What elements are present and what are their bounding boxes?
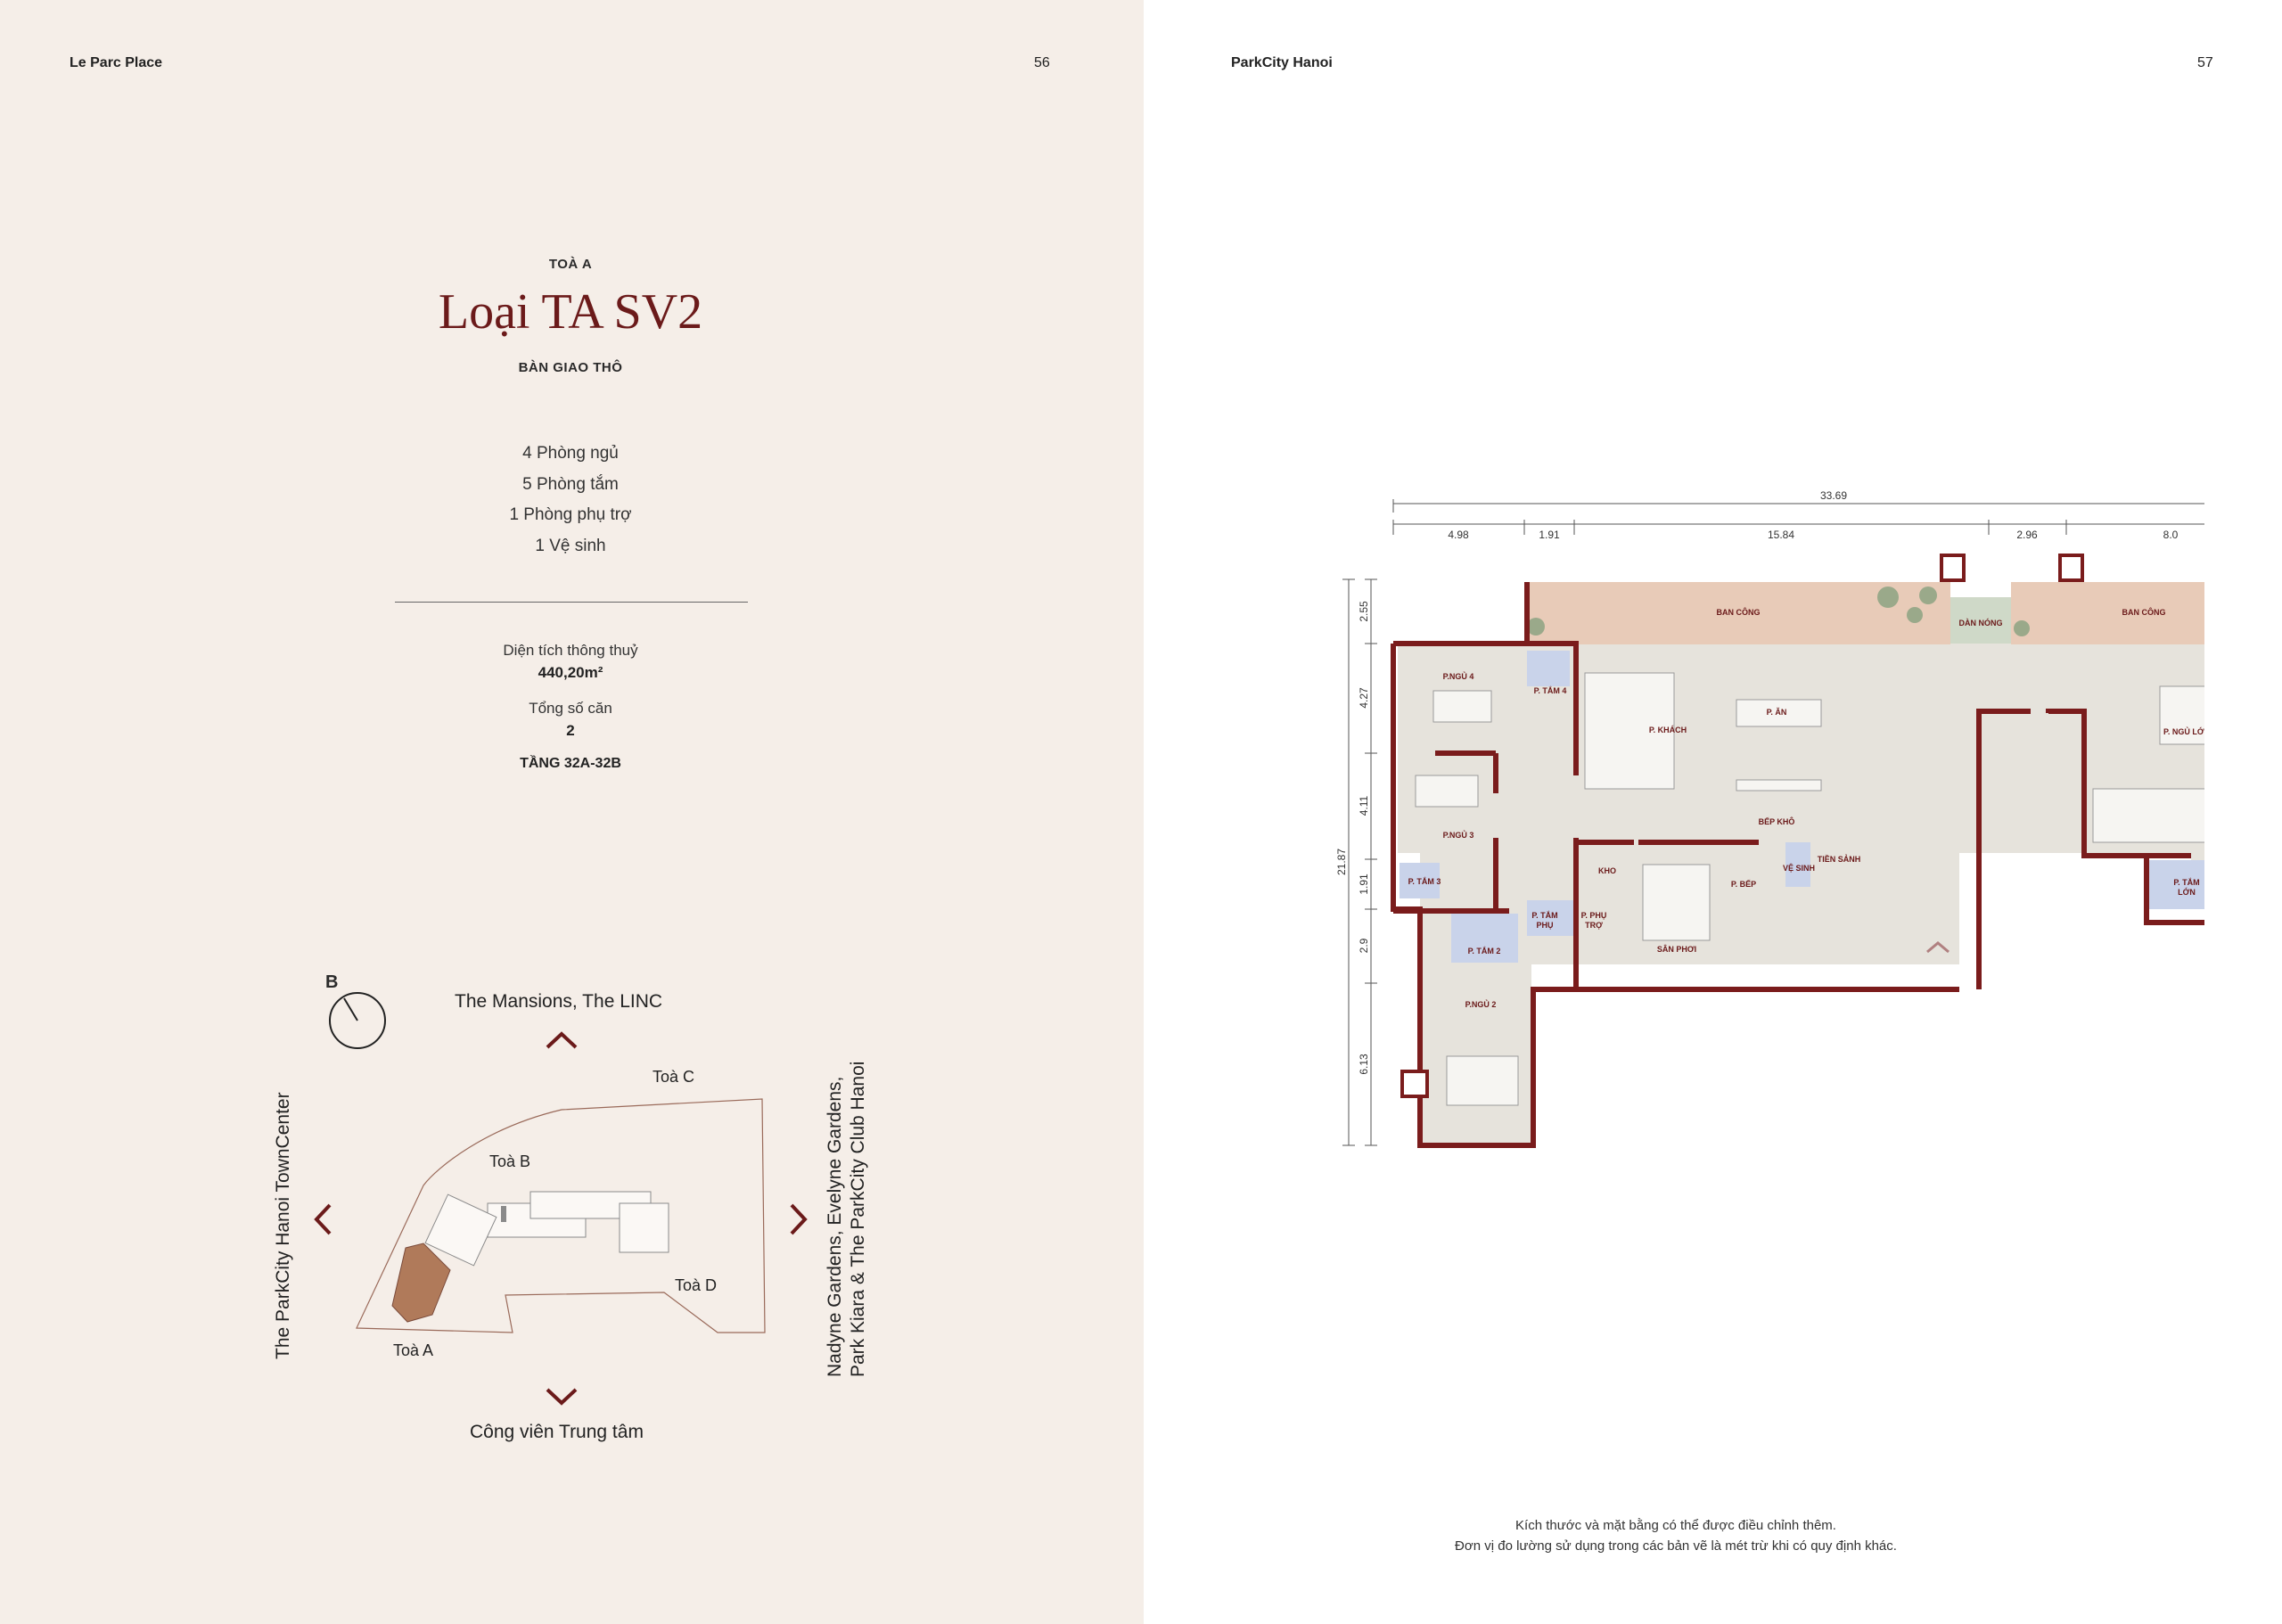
page-number-left: 56 [1034,55,1050,70]
room-label: BAN CÔNG [1717,607,1761,617]
tower-d-label: Toà D [675,1276,718,1294]
rooms-list-item: 4 Phòng ngủ [522,444,619,463]
dim-segment: 8.0 [2163,529,2179,541]
tower-a-label: Toà A [393,1341,434,1359]
building-label: TOÀ A [548,257,593,272]
chevron-left-icon [314,1203,332,1235]
dim-segment: 1.91 [1539,529,1560,541]
dim-vertical: 4.27 [1358,687,1370,709]
tower-d-block [619,1202,669,1253]
direction-east: Nadyne Gardens, Evelyne Gardens, Park Ki… [824,1062,870,1377]
room-label: P. TẮM [1531,911,1557,920]
room-label: PHỤ [1536,921,1553,930]
footnote-line1: Kích thước và mặt bằng có thể được điều … [1515,1518,1836,1533]
divider [395,602,748,603]
dim-vertical: 1.91 [1358,874,1370,895]
rooms-list-item: 5 Phòng tắm [522,474,619,494]
chevron-right-icon [790,1203,808,1235]
room-label: P. ĂN [1767,708,1787,717]
tower-c-label: Toà C [653,1068,695,1086]
dim-vertical: 2.55 [1358,601,1370,622]
dim-vertical: 4.11 [1358,795,1370,816]
room-label: TRỢ [1585,921,1603,930]
tower-b-label: Toà B [489,1152,531,1170]
room-label: TIỀN SẢNH [1818,854,1861,864]
dim-segment: 2.96 [2016,529,2038,541]
page-number-right: 57 [2197,55,2213,70]
floor-plan: 33.69 4.98 1.91 15.84 2.96 8.0 21.87 2.5… [1335,489,2204,1148]
room-label: LỚN [2178,887,2196,897]
ac-unit-area [1950,597,2011,644]
room-label: DÀN NÓNG [1959,618,2003,627]
room-label: P. TẮM 3 [1408,877,1441,886]
area-label: Diện tích thông thuỷ [503,642,638,659]
room-label: SÂN PHƠI [1657,944,1696,954]
rooms-list: 4 Phòng ngủ 5 Phòng tắm 1 Phòng phụ trợ … [392,439,749,562]
direction-north: The Mansions, The LINC [455,991,663,1012]
room-label: BAN CÔNG [2122,607,2166,617]
room-label: P.NGỦ 3 [1443,830,1474,840]
room-label: P. TẮM [2173,878,2199,887]
compass-icon [329,992,386,1049]
room-label: P. TẮM 4 [1534,686,1567,695]
direction-west: The ParkCity Hanoi TownCenter [273,1092,293,1359]
direction-east-line1: Nadyne Gardens, Evelyne Gardens, [825,1076,845,1377]
chevron-down-icon [546,1388,578,1406]
room-label: P. BẾP [1731,880,1756,889]
core [501,1206,506,1222]
room-label: BẾP KHÔ [1759,816,1795,826]
footnote: Kích thước và mặt bằng có thể được điều … [1364,1515,1988,1556]
units-value: 2 [566,722,575,739]
tower-a-block [424,1193,497,1267]
footnote-line2: Đơn vị đo lường sử dụng trong các bản vẽ… [1455,1538,1897,1554]
site-boundary [356,1098,766,1333]
room-label: P. TẮM 2 [1468,947,1501,956]
units-label: Tổng số căn [529,700,612,717]
room-label: P. PHỤ [1581,911,1607,920]
tower-a-highlight [391,1243,451,1323]
balcony-right [2011,582,2204,644]
dim-segment: 4.98 [1448,529,1469,541]
chevron-up-icon [546,1031,578,1049]
handover-label: BÀN GIAO THÔ [518,360,623,375]
entry-chevron-icon [1926,941,1950,954]
unit-title: Loại TA SV2 [438,284,703,340]
right-page: ParkCity Hanoi 57 33.69 4.98 1.91 15.84 … [1144,0,2282,1624]
direction-south: Công viên Trung tâm [470,1422,644,1442]
room-label: P. KHÁCH [1649,726,1687,734]
rooms-list-item: 1 Phòng phụ trợ [509,505,632,524]
left-page: Le Parc Place 56 TOÀ A Loại TA SV2 BÀN G… [0,0,1144,1624]
area-value: 440,20m² [538,664,603,681]
header-title-left: Le Parc Place [70,55,163,70]
direction-east-line2: Park Kiara & The ParkCity Club Hanoi [848,1061,868,1377]
floors-label: TẦNG 32A-32B [520,756,621,771]
dim-vertical: 2.9 [1358,938,1370,953]
rooms-list-item: 1 Vệ sinh [535,536,606,555]
compass-label: B [325,972,339,992]
dim-vertical: 6.13 [1358,1054,1370,1075]
room-label: VỆ SINH [1783,863,1815,873]
room-label: P.NGỦ 2 [1465,999,1497,1009]
dim-segment: 15.84 [1768,529,1794,541]
room-label: P. NGỦ LỚN [2163,726,2204,736]
room-label: KHO [1598,866,1616,875]
header-title-right: ParkCity Hanoi [1231,55,1333,70]
dim-total-height: 21.87 [1335,849,1348,875]
site-plan [356,1098,766,1333]
room-label: P.NGỦ 4 [1443,671,1474,681]
dim-total-width: 33.69 [1820,489,1847,502]
